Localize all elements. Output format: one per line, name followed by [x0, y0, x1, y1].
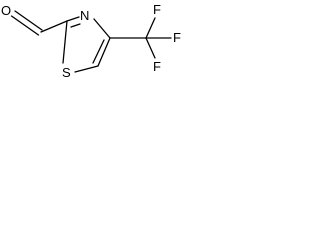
bond-aldehyde-co-double-b [10, 15, 40, 36]
bond-cf3-f-bottom [145, 37, 156, 59]
molecule-structure: O N S F F F [1, 2, 181, 80]
bond-aldehyde-c-ring [40, 20, 68, 33]
atom-oxygen: O [1, 3, 11, 18]
bond-c2-n-double [70, 23, 81, 28]
bond-s-c2 [62, 20, 68, 64]
bond-c2-n [66, 16, 80, 22]
bond-c4-c5-a [97, 37, 111, 67]
bond-aldehyde-co-double-a [14, 10, 43, 31]
atom-fluorine-right: F [173, 30, 181, 45]
atom-sulfur: S [62, 65, 71, 80]
atom-fluorine-top: F [153, 2, 161, 17]
bond-cf3-f-top [145, 17, 156, 39]
atom-fluorine-bottom: F [153, 59, 161, 74]
bond-c5-s [74, 65, 99, 73]
atom-nitrogen: N [80, 8, 89, 23]
bond-n-c4 [93, 18, 111, 39]
bond-c4-c5-b [92, 39, 105, 64]
